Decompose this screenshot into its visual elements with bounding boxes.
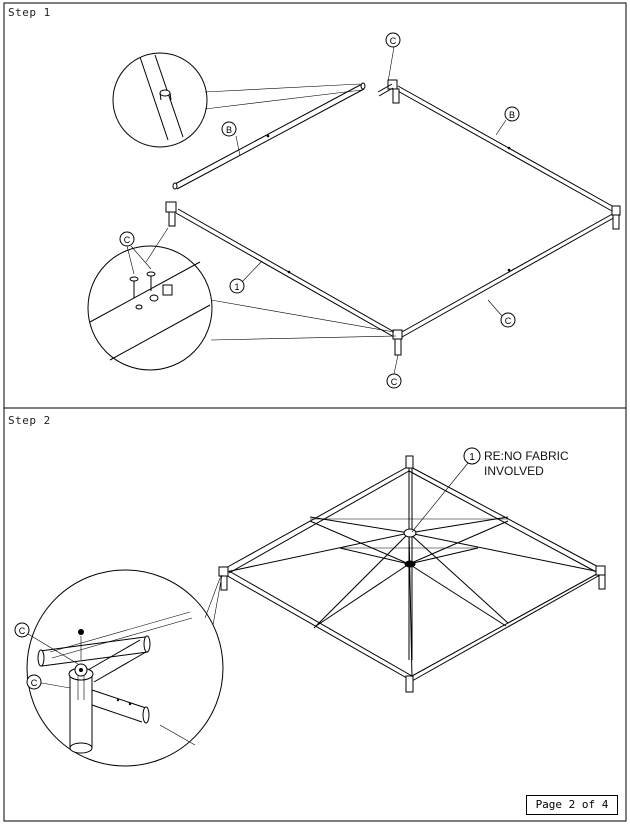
umbrella-ribs <box>225 460 601 679</box>
callout-front-b: C <box>500 312 516 328</box>
svg-text:C: C <box>505 316 512 326</box>
svg-text:B: B <box>226 125 232 135</box>
corner-bracket-bottom <box>392 329 403 356</box>
svg-text:1: 1 <box>234 282 239 292</box>
rail-back-right <box>395 85 615 212</box>
step2-label: Step 2 <box>8 414 51 427</box>
no-fabric-note-line1: RE:NO FABRIC <box>484 449 569 463</box>
step1-frame-drawing: C B B C 1 C C <box>87 32 621 389</box>
callout-front-1: 1 <box>229 278 245 294</box>
callout-detached-b: B <box>221 121 237 137</box>
callout-bolts-c: C <box>119 231 135 247</box>
svg-text:C: C <box>391 377 398 387</box>
svg-text:C: C <box>390 36 397 46</box>
callout-bubble-c-1: C <box>14 622 30 638</box>
svg-text:1: 1 <box>469 452 475 463</box>
rail-front-left <box>175 208 397 338</box>
corner-bracket-right <box>611 205 621 230</box>
page-border <box>3 2 627 822</box>
callout-bubble-c-2: C <box>26 674 42 690</box>
page-number: Page 2 of 4 <box>526 795 618 815</box>
callout-right-b: B <box>504 106 520 122</box>
corner-bracket-left <box>165 201 177 227</box>
step1-callouts: C B B C 1 C C <box>119 32 520 389</box>
corner-bracket-top <box>377 79 400 104</box>
rail-detached <box>172 82 366 190</box>
step2-umbrella-drawing: 1 <box>14 447 606 767</box>
callout-top-c: C <box>385 32 401 48</box>
step1-label: Step 1 <box>8 6 51 19</box>
svg-text:C: C <box>124 235 131 245</box>
umbrella-outer-frame <box>223 465 605 682</box>
detail-bubble-upper <box>112 52 363 148</box>
detail-bubble-lower <box>87 227 397 371</box>
detail-bubble-step2 <box>26 569 224 767</box>
no-fabric-note-line2: INVOLVED <box>484 464 544 478</box>
svg-text:C: C <box>19 626 26 636</box>
callout-hub-1: 1 <box>463 447 481 465</box>
umbrella-corner-posts <box>218 455 606 693</box>
svg-text:B: B <box>509 110 515 120</box>
svg-text:C: C <box>31 678 38 688</box>
no-fabric-note: RE:NO FABRIC INVOLVED <box>484 449 569 479</box>
callout-bottom-c: C <box>386 373 402 389</box>
rail-front-right <box>399 211 618 338</box>
